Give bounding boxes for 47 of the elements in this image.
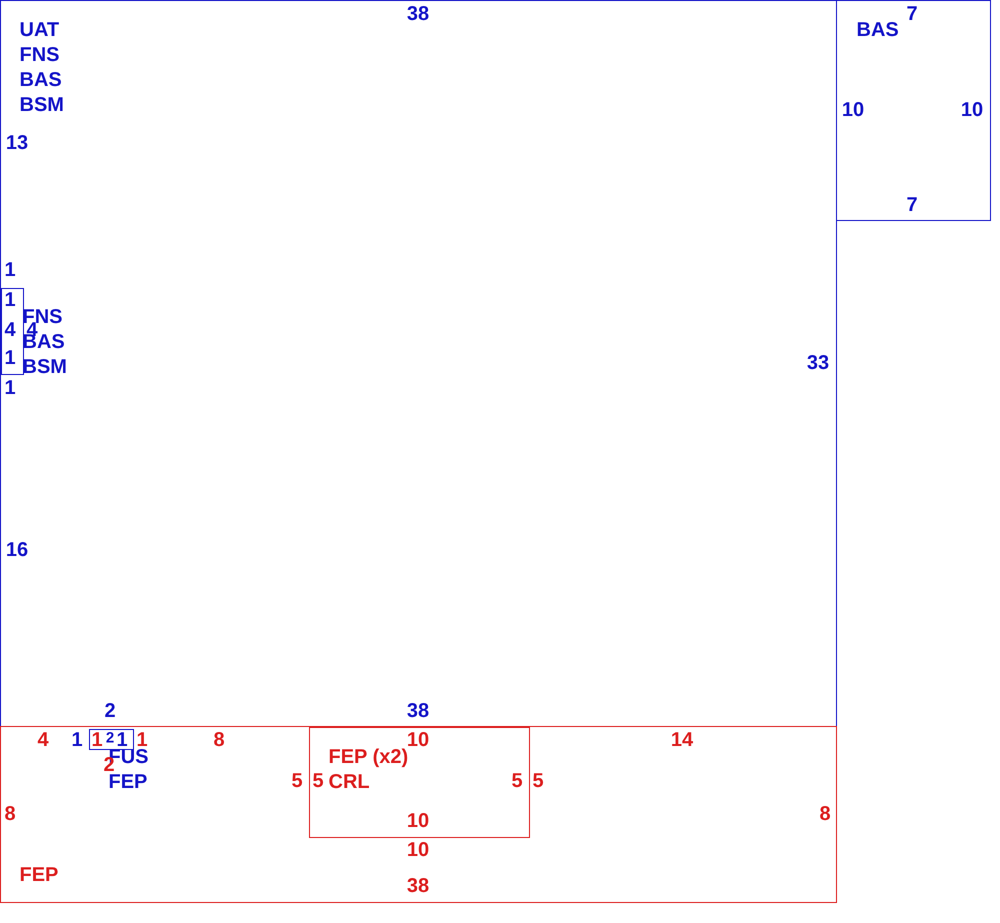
dimension-label: 10	[406, 730, 430, 750]
dimension-label: 10	[406, 811, 430, 831]
dimension-label: 1	[4, 290, 16, 310]
dimension-label: 33	[806, 353, 830, 373]
dimension-label: 7	[906, 195, 918, 215]
dimension-label: 1	[4, 260, 16, 280]
room-label: FNS	[20, 44, 60, 64]
room-outline	[836, 0, 991, 221]
dimension-label: 5	[312, 771, 324, 791]
dimension-label: 38	[406, 701, 430, 721]
room-label: FEP (x2)	[328, 746, 408, 766]
dimension-label: 1	[91, 730, 103, 750]
dimension-label: 38	[406, 4, 430, 24]
room-outline	[309, 727, 530, 838]
room-outline	[0, 0, 837, 727]
dimension-label: 14	[670, 730, 694, 750]
dimension-label: 2	[104, 701, 116, 721]
dimension-label: 5	[511, 771, 523, 791]
room-label: UAT	[20, 20, 60, 40]
dimension-label: 38	[406, 876, 430, 896]
dimension-label: 7	[906, 4, 918, 24]
dimension-label: 8	[213, 730, 225, 750]
room-label: BAS	[20, 70, 62, 90]
dimension-label: 8	[4, 804, 16, 824]
dimension-label: 1	[4, 348, 16, 368]
room-label: CRL	[328, 772, 370, 792]
room-outline	[0, 726, 837, 903]
dimension-label: 1	[116, 730, 128, 750]
dimension-label: 5	[532, 771, 544, 791]
room-label: BSM	[22, 356, 67, 376]
room-label: BSM	[20, 94, 64, 114]
dimension-label: 4	[4, 320, 16, 340]
dimension-label: 1	[71, 730, 83, 750]
dimension-label: 8	[819, 804, 831, 824]
room-label: FEP	[108, 772, 148, 792]
room-label: BAS	[856, 20, 899, 40]
dimension-label: 16	[6, 540, 28, 560]
dimension-label: 1	[4, 378, 16, 398]
dimension-label: 10	[960, 100, 984, 120]
room-label: FEP	[20, 864, 58, 884]
dimension-label: 10	[842, 100, 864, 120]
dimension-label: 2	[106, 730, 114, 746]
dimension-label: 1	[136, 730, 148, 750]
dimension-label: 13	[6, 133, 28, 153]
dimension-label: 5	[291, 771, 303, 791]
dimension-label: 4	[37, 730, 49, 750]
dimension-label: 10	[406, 840, 430, 860]
